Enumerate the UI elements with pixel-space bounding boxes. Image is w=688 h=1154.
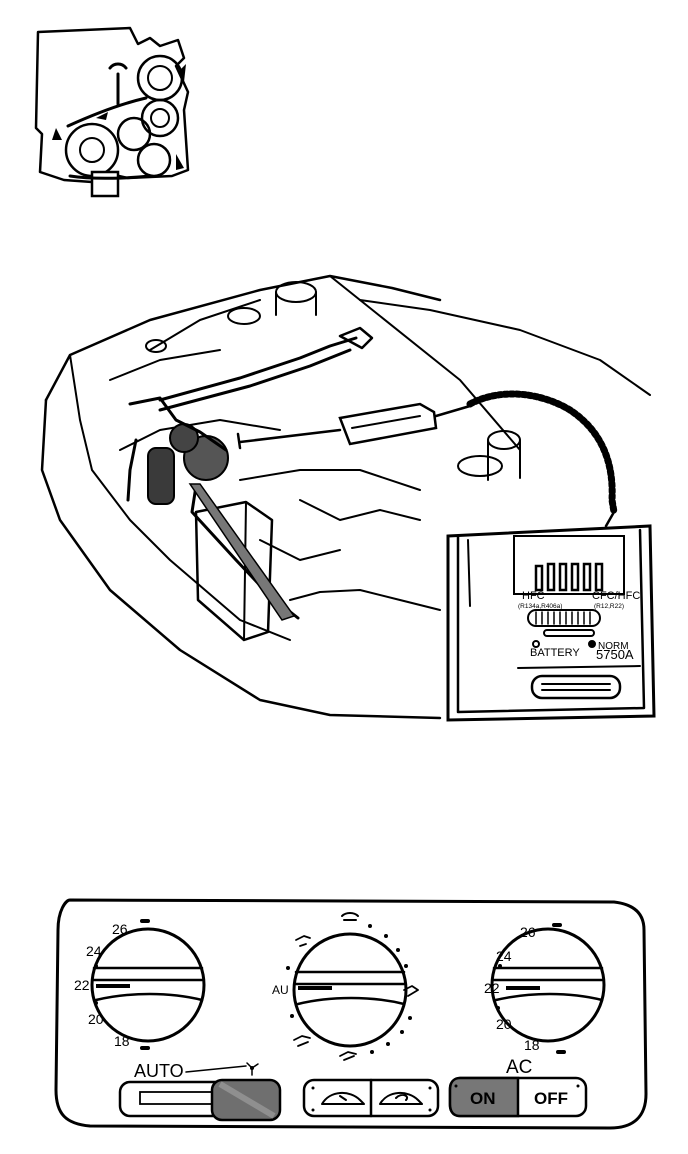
- auto-label: AUTO: [134, 1061, 184, 1081]
- display-window: [513, 535, 625, 595]
- belt-routing-figure: [34, 26, 190, 198]
- leak-detector-unit: HFC (R134a,R406a) CFC/HFC (R12,R22) NORM…: [446, 524, 656, 722]
- ac-off-button[interactable]: OFF: [534, 1084, 580, 1109]
- ac-on-button[interactable]: ON: [448, 1076, 520, 1118]
- ac-off-label: OFF: [534, 1089, 568, 1108]
- sensitivity-slot: [543, 629, 595, 637]
- mode-cfc-sub-label: (R12,R22): [594, 603, 624, 610]
- left-dial-tick-24: 24: [86, 943, 102, 959]
- ac-label: AC: [506, 1057, 532, 1078]
- fan-speed-slider[interactable]: [118, 1078, 282, 1122]
- defrost-icon: [341, 912, 359, 921]
- right-dial-tick-22: 22: [484, 980, 500, 996]
- climate-control-panel: 26 24 22 20 18 AU: [54, 898, 648, 1130]
- right-dial-tick-18: 18: [524, 1037, 540, 1053]
- right-dial-tick-26: 26: [520, 924, 536, 940]
- air-source-button-group: [302, 1078, 440, 1118]
- center-dial-auto-label: AU: [272, 983, 289, 997]
- coiled-cord: [466, 390, 618, 516]
- led-bars: [534, 562, 604, 592]
- left-dial-tick-26: 26: [112, 921, 128, 937]
- vent-floor-icon: [293, 1035, 311, 1047]
- right-temp-dial[interactable]: [490, 923, 606, 1054]
- left-dial-tick-22: 22: [74, 977, 90, 993]
- left-temp-dial[interactable]: [90, 919, 206, 1050]
- model-number-label: 5750A: [596, 647, 634, 662]
- mode-cfc-label: CFC/HFC: [592, 590, 640, 602]
- mode-hfc-label: HFC: [522, 590, 545, 602]
- norm-led-icon: [588, 640, 596, 648]
- mode-switch[interactable]: [527, 609, 601, 627]
- fresh-air-button[interactable]: [311, 1086, 365, 1112]
- right-dial-tick-24: 24: [496, 948, 512, 964]
- battery-indicator-label: BATTERY: [530, 647, 580, 659]
- ac-on-label: ON: [470, 1089, 496, 1108]
- norm-indicator-label: NORM: [598, 641, 629, 652]
- fan-icon: [246, 1062, 259, 1076]
- center-mode-dial[interactable]: [286, 912, 419, 1061]
- battery-led-icon: [532, 640, 540, 648]
- mode-hfc-sub-label: (R134a,R406a): [518, 603, 562, 610]
- vent-floor-defrost-icon: [339, 1051, 357, 1061]
- recirculation-button[interactable]: [379, 1086, 432, 1112]
- left-dial-tick-18: 18: [114, 1033, 130, 1049]
- vent-bilevel-icon: [403, 985, 419, 997]
- right-dial-tick-20: 20: [496, 1016, 512, 1032]
- ac-button-group: ON OFF: [448, 1076, 588, 1118]
- leak-detection-figure: [40, 274, 651, 720]
- left-dial-tick-20: 20: [88, 1011, 104, 1027]
- vent-face-icon: [295, 935, 311, 947]
- power-button[interactable]: [530, 674, 622, 700]
